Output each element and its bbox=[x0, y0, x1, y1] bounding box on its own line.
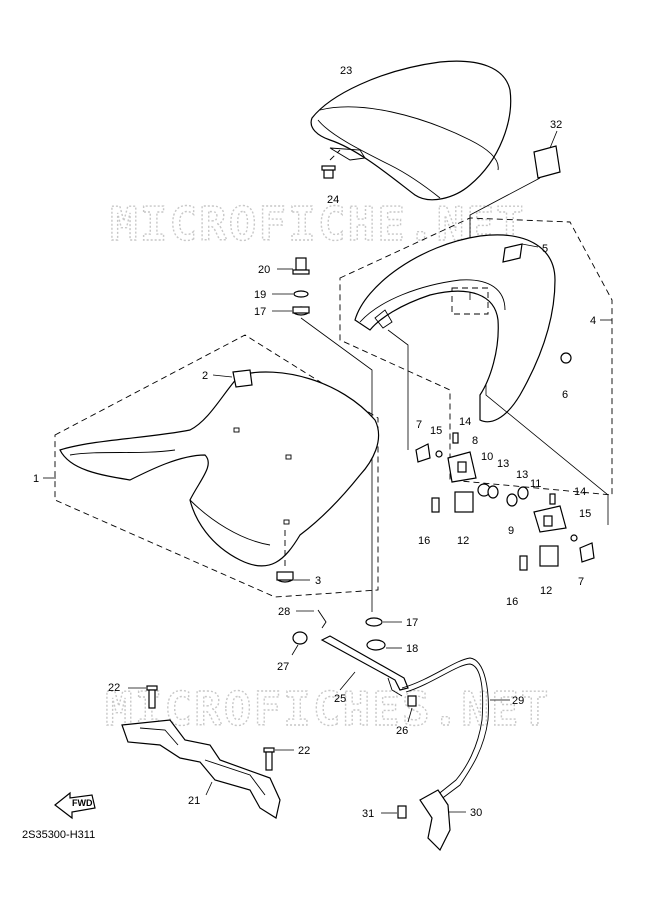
callout-9: 9 bbox=[508, 525, 514, 537]
callout-13a: 13 bbox=[497, 458, 509, 470]
bolt-24 bbox=[321, 149, 341, 179]
bolt-31 bbox=[381, 805, 407, 819]
callout-1: 1 bbox=[33, 473, 39, 485]
callout-14b: 14 bbox=[574, 486, 586, 498]
holder-12b bbox=[539, 545, 559, 567]
bolt-16a bbox=[431, 497, 440, 513]
callout-7a: 7 bbox=[416, 419, 422, 431]
bracket-21 bbox=[121, 719, 281, 819]
cable-29 bbox=[401, 657, 510, 801]
callout-29: 29 bbox=[512, 695, 524, 707]
callout-10: 10 bbox=[481, 451, 493, 463]
callout-31: 31 bbox=[362, 808, 374, 820]
lock-rod-25 bbox=[320, 635, 409, 697]
callout-16b: 16 bbox=[506, 596, 518, 608]
hook-7b bbox=[579, 542, 595, 563]
bolt-20 bbox=[277, 257, 310, 275]
drawing-code: 2S35300-H311 bbox=[22, 829, 95, 841]
callout-26: 26 bbox=[396, 725, 408, 737]
callout-23: 23 bbox=[340, 65, 352, 77]
washer-19 bbox=[272, 290, 309, 298]
callout-13b: 13 bbox=[516, 469, 528, 481]
screw-14a bbox=[452, 432, 459, 444]
damper-17-top bbox=[272, 306, 310, 316]
bolt-22a bbox=[128, 685, 158, 709]
bolt-22b bbox=[263, 747, 294, 771]
rider-seat-1 bbox=[43, 334, 380, 598]
callout-15a: 15 bbox=[430, 425, 442, 437]
callout-16a: 16 bbox=[418, 535, 430, 547]
callout-8: 8 bbox=[472, 435, 478, 447]
collar-13b bbox=[506, 493, 518, 507]
callout-7b: 7 bbox=[578, 576, 584, 588]
callout-20: 20 bbox=[258, 264, 270, 276]
hook-7a bbox=[415, 443, 431, 463]
callout-11: 11 bbox=[530, 478, 541, 490]
spring-11 bbox=[517, 486, 529, 500]
callout-28: 28 bbox=[278, 606, 290, 618]
callout-30: 30 bbox=[470, 807, 482, 819]
callout-12b: 12 bbox=[540, 585, 552, 597]
lock-bracket-9 bbox=[533, 505, 567, 533]
lever-30 bbox=[419, 789, 466, 852]
callout-14a: 14 bbox=[459, 416, 471, 428]
clip-28 bbox=[296, 609, 327, 629]
callout-21: 21 bbox=[188, 795, 200, 807]
watermark-bottom: MICROFICHES.NET bbox=[105, 682, 550, 736]
forward-label: FWD bbox=[72, 798, 93, 808]
callout-4: 4 bbox=[590, 315, 596, 327]
bolt-26 bbox=[407, 695, 417, 723]
callout-24: 24 bbox=[327, 194, 339, 206]
screw-14b bbox=[549, 493, 556, 505]
damper-17-bottom bbox=[365, 617, 402, 627]
lock-bracket-8 bbox=[447, 451, 477, 483]
collar-13a bbox=[487, 485, 499, 499]
clip-15b bbox=[570, 534, 578, 542]
holder-12a bbox=[454, 491, 474, 513]
callout-12a: 12 bbox=[457, 535, 469, 547]
callout-27: 27 bbox=[277, 661, 289, 673]
callout-5: 5 bbox=[542, 243, 548, 255]
callout-25: 25 bbox=[334, 693, 346, 705]
callout-18: 18 bbox=[406, 643, 418, 655]
rear-cover-4 bbox=[339, 217, 613, 496]
clip-15a bbox=[435, 450, 443, 458]
collar-27 bbox=[291, 631, 308, 656]
callout-22b: 22 bbox=[298, 745, 310, 757]
callout-3: 3 bbox=[315, 575, 321, 587]
callout-17-bottom: 17 bbox=[406, 617, 418, 629]
callout-6: 6 bbox=[562, 389, 568, 401]
callout-22a: 22 bbox=[108, 682, 120, 694]
bolt-16b bbox=[519, 555, 528, 571]
callout-15b: 15 bbox=[579, 508, 591, 520]
guide-line-9 bbox=[485, 385, 609, 525]
callout-19: 19 bbox=[254, 289, 266, 301]
forward-arrow-icon: FWD bbox=[54, 791, 96, 820]
passenger-seat-23 bbox=[310, 60, 512, 201]
callout-32: 32 bbox=[550, 119, 562, 131]
callout-2: 2 bbox=[202, 370, 208, 382]
guide-line-17 bbox=[300, 317, 373, 612]
guide-line-7 bbox=[387, 329, 409, 450]
grommet-18 bbox=[366, 639, 402, 651]
callout-17-top: 17 bbox=[254, 306, 266, 318]
